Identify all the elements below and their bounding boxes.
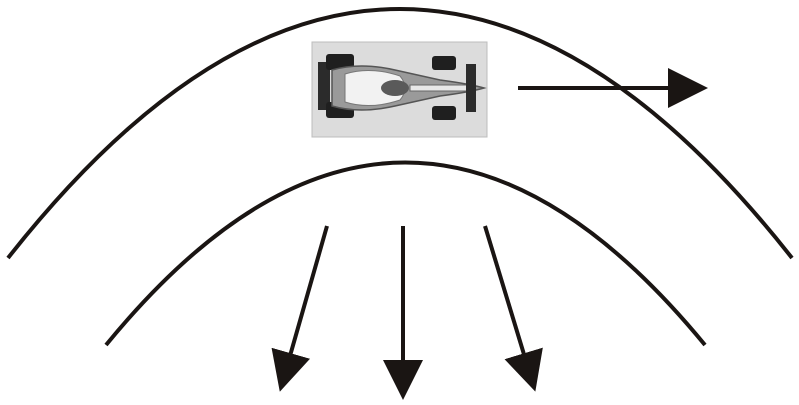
inner-track-arc (104, 160, 707, 347)
car-front-wheel-top (432, 56, 456, 70)
car-cockpit (381, 80, 409, 96)
force-arrow-left (271, 225, 329, 392)
car-rear-wheel-top (326, 54, 354, 70)
car-rear-wing (318, 62, 330, 110)
car-nose (409, 84, 473, 92)
outer-track-arc (6, 7, 794, 260)
car-front-wing (466, 64, 476, 112)
force-arrow-right (483, 225, 543, 392)
car-front-wheel-bottom (432, 106, 456, 120)
race-car-icon (311, 41, 488, 138)
